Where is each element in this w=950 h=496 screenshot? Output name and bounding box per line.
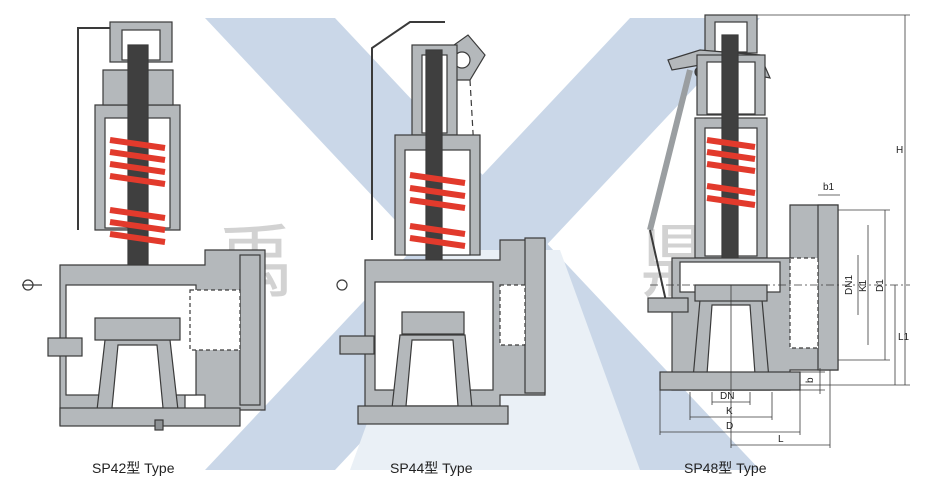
- valve-sp42: [22, 21, 266, 431]
- dim-label-DN: DN: [720, 391, 734, 402]
- dim-label-K1: K1: [858, 279, 869, 292]
- dim-label-H: H: [896, 145, 903, 156]
- dim-label-D: D: [726, 421, 733, 432]
- dim-label-b: b: [805, 377, 816, 383]
- dimension-lines: [650, 14, 910, 448]
- dim-label-DN1: DN1: [844, 275, 855, 295]
- dim-label-L1: L1: [898, 332, 910, 343]
- dim-label-L: L: [778, 434, 784, 445]
- caption-sp48: SP48型 Type: [684, 460, 767, 476]
- dim-label-K: K: [726, 406, 733, 417]
- spring-sp44: [409, 172, 466, 249]
- valve-sp48: [647, 14, 839, 391]
- valve-sp44: [336, 21, 546, 425]
- spring-sp42: [109, 137, 166, 245]
- caption-sp42: SP42型 Type: [92, 460, 175, 476]
- caption-sp44: SP44型 Type: [390, 460, 473, 476]
- dim-label-b1: b1: [823, 182, 835, 193]
- spring-sp48: [706, 137, 756, 208]
- dim-label-D1: D1: [875, 279, 886, 292]
